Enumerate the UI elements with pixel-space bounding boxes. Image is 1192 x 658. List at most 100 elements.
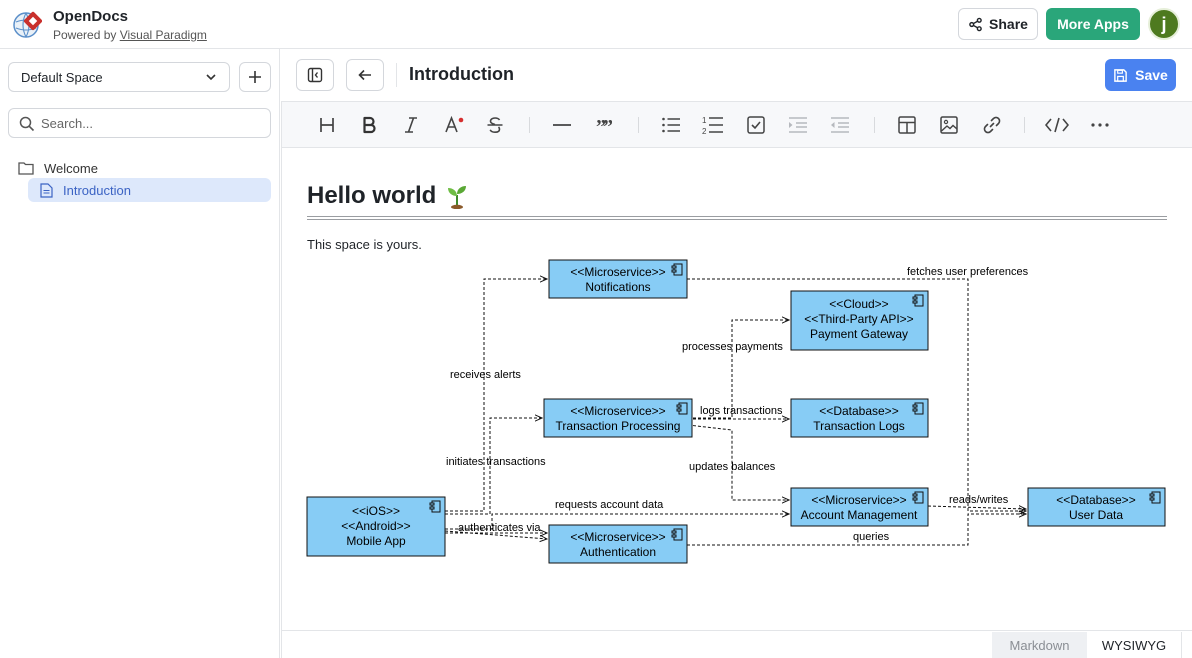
label-fetches-user-preferences: fetches user preferences [907,266,1029,278]
quote-icon: ”” [596,119,612,131]
outdent-button[interactable] [826,112,854,138]
quote-button[interactable]: ”” [590,112,618,138]
task-list-icon [747,116,765,134]
component-name: User Data [1069,508,1123,522]
toggle-sidebar-button[interactable] [296,59,334,91]
more-icon [1091,123,1109,127]
component-name: Authentication [580,545,656,559]
component-name: Notifications [585,280,650,294]
connector-updates-balances [687,424,789,500]
label-initiates-transactions: initiates transactions [446,456,546,468]
tree-item-introduction[interactable]: Introduction [28,178,271,202]
bold-button[interactable] [355,112,383,138]
space-select[interactable]: Default Space [8,62,230,92]
connector-processes-payments [688,320,789,419]
plus-icon [249,71,261,83]
indent-button[interactable] [784,112,812,138]
component-diagram: <<Microservice>> Notifications <<Cloud>>… [306,259,1166,564]
svg-text:1: 1 [702,116,707,125]
component-authentication: <<Microservice>> Authentication [548,524,688,564]
task-list-button[interactable] [742,112,770,138]
powered-by: Powered by Visual Paradigm [53,28,207,42]
tab-markdown[interactable]: Markdown [992,632,1087,658]
image-button[interactable] [935,112,963,138]
component-stereotype: <<Microservice>> [811,493,906,507]
component-icon [912,294,924,307]
numbered-list-icon: 12 [702,116,723,135]
horizontal-rule-button[interactable] [548,112,576,138]
heading-text: Hello world [307,182,437,209]
visual-paradigm-link[interactable]: Visual Paradigm [119,28,207,42]
label-requests-account-data: requests account data [555,499,664,511]
connector-initiates-transactions [445,418,542,515]
label-authenticates-via: authenticates via [458,522,541,534]
sidebar-collapse-icon [307,67,323,83]
document-icon [40,182,53,198]
component-transaction-processing: <<Microservice>> Transaction Processing [543,398,693,438]
svg-text:”: ” [596,119,606,131]
save-icon [1114,68,1127,82]
search-box [8,108,271,138]
toolbar-separator [638,117,639,133]
add-space-button[interactable] [239,62,271,92]
table-icon [898,116,916,134]
strikethrough-button[interactable] [481,112,509,138]
search-input[interactable] [41,115,251,131]
app-name: OpenDocs [53,8,129,25]
text-color-icon [445,116,464,133]
save-label: Save [1135,67,1168,83]
component-stereotype: <<Database>> [819,404,898,418]
component-transaction-logs: <<Database>> Transaction Logs [790,398,929,438]
component-icon [429,500,441,513]
component-notifications: <<Microservice>> Notifications [548,259,688,299]
header-divider [396,63,397,87]
connector-reads-writes [927,506,1026,509]
heading-button[interactable] [313,112,341,138]
component-name: Transaction Processing [556,419,681,433]
powered-by-prefix: Powered by [53,28,120,42]
back-button[interactable] [346,59,384,91]
user-avatar[interactable]: j [1148,8,1180,40]
text-color-button[interactable] [440,112,468,138]
heading-underline [307,216,1167,220]
strikethrough-icon [487,117,503,134]
intro-paragraph: This space is yours. [307,237,422,252]
search-icon [19,116,35,132]
heading-icon [320,118,334,132]
bullet-list-button[interactable] [657,112,685,138]
connector-fetches-user-preferences [687,278,1026,511]
connector-requests-account-data [445,514,789,530]
arrow-left-icon [358,69,371,81]
tab-wysiwyg[interactable]: WYSIWYG [1087,632,1182,658]
component-payment-gateway: <<Cloud>> <<Third-Party API>> Payment Ga… [790,290,929,351]
component-stereotype: <<Microservice>> [570,265,665,279]
more-options-button[interactable] [1086,112,1114,138]
connector-receives-alerts [445,279,547,512]
top-bar: OpenDocs Powered by Visual Paradigm Shar… [0,0,1192,49]
component-icon [676,402,688,415]
component-stereotype: <<Cloud>> [829,297,888,311]
tree-item-welcome[interactable]: Welcome [18,159,98,177]
more-apps-button[interactable]: More Apps [1046,8,1140,40]
document-content[interactable]: Hello world This space is yours. [282,148,1192,630]
table-button[interactable] [893,112,921,138]
toolbar-separator [874,117,875,133]
chevron-down-icon [206,74,216,81]
component-stereotype: <<Microservice>> [570,530,665,544]
link-button[interactable] [978,112,1006,138]
tree-item-label: Introduction [63,182,131,198]
label-receives-alerts: receives alerts [450,369,521,381]
italic-button[interactable] [397,112,425,138]
code-button[interactable] [1043,112,1071,138]
label-reads-writes: reads/writes [949,494,1009,506]
component-user-data: <<Database>> User Data [1027,487,1166,527]
save-button[interactable]: Save [1105,59,1176,91]
component-icon [671,263,683,276]
share-button[interactable]: Share [958,8,1038,40]
component-stereotype: <<Microservice>> [570,404,665,418]
component-icon [912,402,924,415]
